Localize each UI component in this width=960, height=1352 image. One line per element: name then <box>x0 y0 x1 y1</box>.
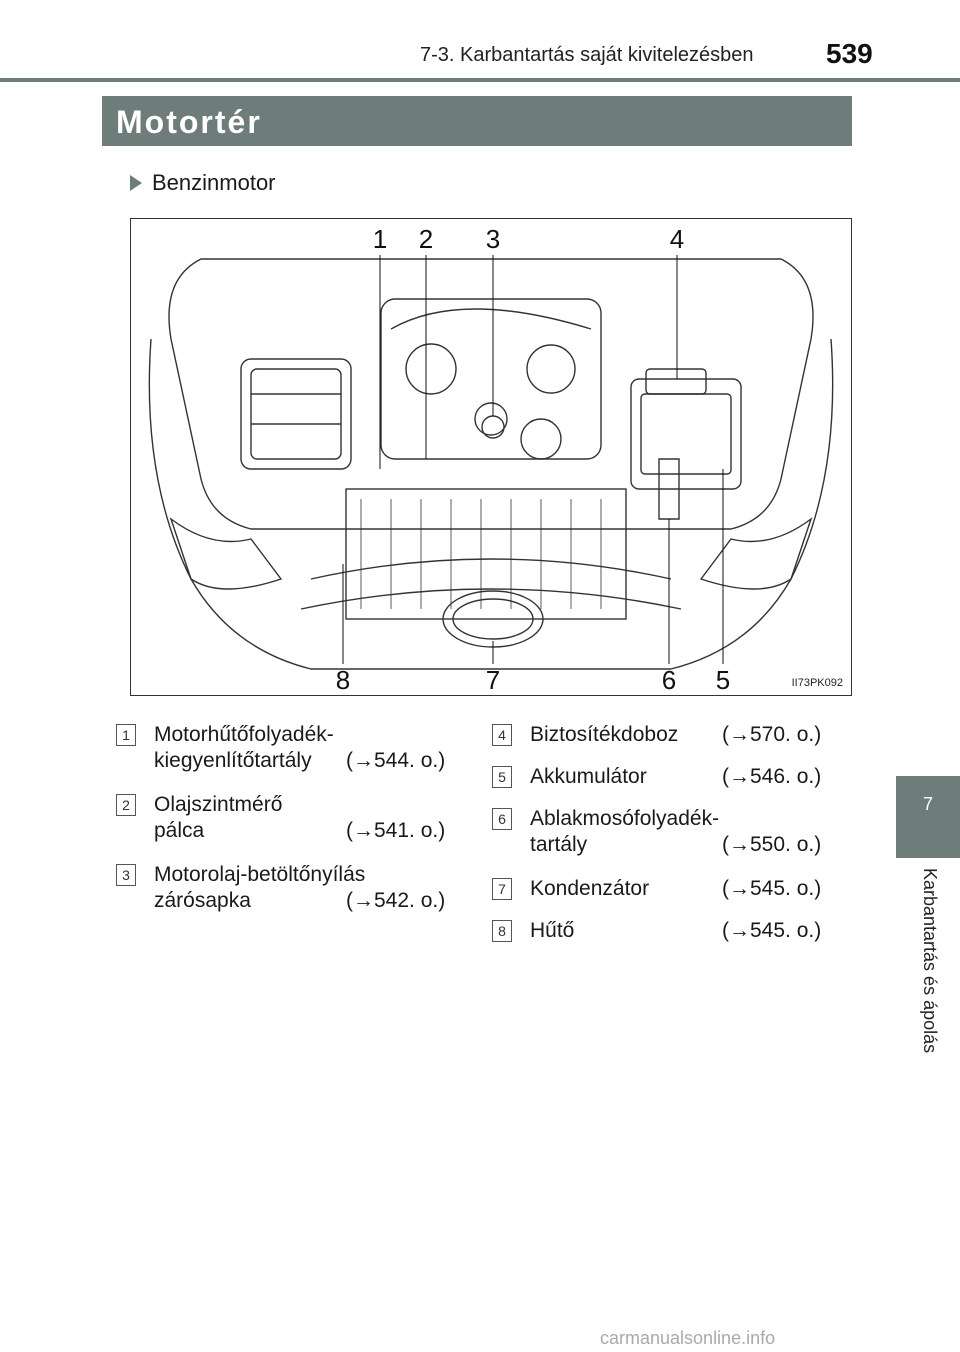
item-label: Ablakmosófolyadék- <box>530 807 720 830</box>
item-reference: (→542. o.) <box>346 889 446 912</box>
item-number: 7 <box>492 878 512 900</box>
item-label: Hűtő <box>530 919 575 942</box>
item-label: Biztosítékdoboz <box>530 723 679 746</box>
callout-5: 5 <box>715 665 731 695</box>
item-number: 4 <box>492 724 512 746</box>
item-reference: (→545. o.) <box>722 919 822 942</box>
subheading-text: Benzinmotor <box>152 170 276 195</box>
item-label: pálca <box>154 819 205 842</box>
item-number: 2 <box>116 794 136 816</box>
callout-2: 2 <box>418 224 434 254</box>
item-label: kiegyenlítőtartály <box>154 749 312 772</box>
callout-4: 4 <box>669 224 685 254</box>
list-item: 8 Hűtő (→545. o.) <box>492 918 838 942</box>
callout-6: 6 <box>661 665 677 695</box>
item-label: tartály <box>530 833 588 856</box>
list-item: 2 Olajszintmérő pálca (→541. o.) <box>116 792 460 844</box>
page-number: 539 <box>826 38 873 69</box>
item-reference: (→550. o.) <box>722 833 822 856</box>
list-item: 6 Ablakmosófolyadék- tartály (→550. o.) <box>492 806 838 858</box>
list-item: 7 Kondenzátor (→545. o.) <box>492 876 838 900</box>
item-number: 8 <box>492 920 512 942</box>
list-item: 5 Akkumulátor (→546. o.) <box>492 764 838 788</box>
figure-code: II73PK092 <box>791 677 843 689</box>
callout-1: 1 <box>372 224 388 254</box>
engine-bay-figure: 1 2 3 4 8 7 6 5 II73PK092 <box>130 218 852 696</box>
legend-left: 1 Motorhűtőfolyadék- kiegyenlítőtartály … <box>116 722 460 932</box>
header-title: 7-3. Karbantartás saját kivitelezésben <box>420 44 754 66</box>
chapter-number: 7 <box>922 794 933 814</box>
item-label: Kondenzátor <box>530 877 650 900</box>
item-reference: (→546. o.) <box>722 765 822 788</box>
section-title: Motortér <box>116 104 262 140</box>
section-title-bar: Motortér <box>102 96 852 146</box>
callout-7: 7 <box>485 665 501 695</box>
item-reference: (→545. o.) <box>722 877 822 900</box>
chapter-side-text: Karbantartás és ápolás <box>918 868 942 1078</box>
watermark: carmanualsonline.info <box>600 1328 776 1348</box>
item-number: 3 <box>116 864 136 886</box>
item-reference: (→570. o.) <box>722 723 822 746</box>
chapter-side-tab: 7 <box>896 776 960 858</box>
triangle-bullet-icon <box>130 175 142 191</box>
header-rule <box>0 78 960 82</box>
callout-8: 8 <box>335 665 351 695</box>
callout-3: 3 <box>485 224 501 254</box>
engine-bay-illustration <box>148 255 834 670</box>
item-number: 5 <box>492 766 512 788</box>
item-label: Olajszintmérő <box>154 793 283 816</box>
chapter-title: Karbantartás és ápolás <box>920 868 940 1054</box>
item-reference: (→544. o.) <box>346 749 446 772</box>
item-label: Motorhűtőfolyadék- <box>154 723 334 746</box>
item-number: 1 <box>116 724 136 746</box>
legend-right: 4 Biztosítékdoboz (→570. o.) 5 Akkumulát… <box>492 722 838 960</box>
item-label: Akkumulátor <box>530 765 647 788</box>
item-label: zárósapka <box>154 889 251 912</box>
list-item: 3 Motorolaj-betöltőnyílás zárósapka (→54… <box>116 862 460 914</box>
item-number: 6 <box>492 808 512 830</box>
list-item: 4 Biztosítékdoboz (→570. o.) <box>492 722 838 746</box>
item-label: Motorolaj-betöltőnyílás <box>154 863 366 886</box>
item-reference: (→541. o.) <box>346 819 446 842</box>
list-item: 1 Motorhűtőfolyadék- kiegyenlítőtartály … <box>116 722 460 774</box>
subheading: Benzinmotor <box>130 170 276 196</box>
